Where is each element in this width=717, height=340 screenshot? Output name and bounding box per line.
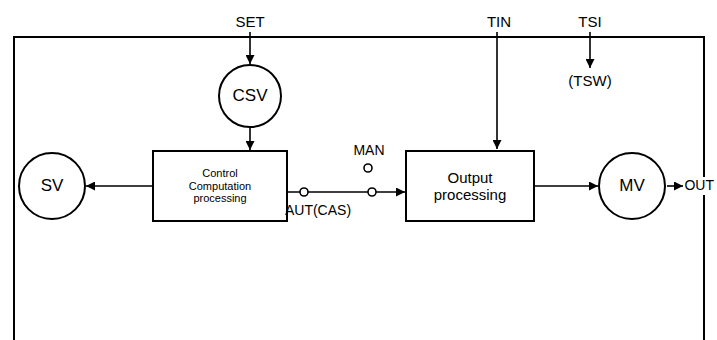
signal-name: TSI (578, 14, 601, 31)
switch-contact (300, 188, 308, 196)
signal-connector (288, 191, 405, 193)
value-circle: CSV (218, 64, 282, 128)
value-circle: SV (18, 152, 86, 220)
signal-name: TIN (487, 14, 511, 31)
switch-label: AUT(CAS) (285, 203, 351, 218)
switch-contact (364, 164, 372, 172)
signal-line (589, 32, 591, 68)
signal-connector (535, 185, 598, 187)
node-text: MV (619, 176, 645, 196)
signal-line (496, 32, 498, 149)
node-text: Output processing (420, 169, 520, 204)
node-text: CSV (233, 86, 268, 106)
node-text: Control Computation processing (175, 167, 265, 205)
signal-name: OUT (683, 177, 715, 194)
process-box: Output processing (405, 150, 535, 222)
node-text: SV (41, 176, 64, 196)
switch-contact (368, 188, 376, 196)
signal-line (249, 32, 251, 64)
signal-line (667, 185, 683, 187)
value-circle: MV (598, 152, 666, 220)
block-frame (14, 37, 704, 340)
process-box: Control Computation processing (152, 150, 288, 222)
signal-name: SET (235, 14, 264, 31)
signal-name: (TSW) (568, 73, 611, 90)
signal-connector (249, 128, 251, 150)
signal-connector (86, 185, 152, 187)
switch-label: MAN (353, 143, 384, 158)
